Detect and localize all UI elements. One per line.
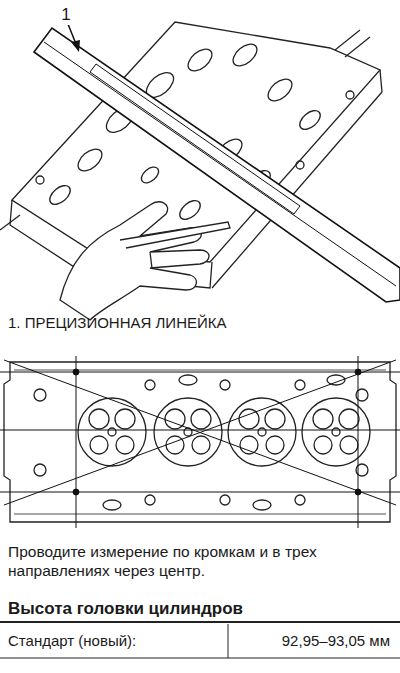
- chamber-circle: [332, 428, 340, 436]
- chamber-circle: [154, 398, 222, 466]
- chamber-circle: [258, 428, 266, 436]
- table-cell: 92,95–93,05 мм: [234, 632, 390, 651]
- figure-caption: 1. ПРЕЦИЗИОННАЯ ЛИНЕЙКА: [8, 314, 392, 333]
- measurement-lines: [0, 356, 400, 528]
- chamber-circle: [265, 409, 285, 429]
- chamber-circle: [90, 436, 108, 454]
- chamber-circle: [166, 436, 184, 454]
- chamber-circle: [115, 409, 135, 429]
- hand: [60, 202, 230, 320]
- chamber-circle: [116, 436, 134, 454]
- chamber-circle: [314, 436, 332, 454]
- instruction-note: Проводите измерение по кромкам и в трех …: [8, 542, 394, 581]
- chamber-circle: [108, 428, 116, 436]
- cylinder-head-plan: [4, 362, 396, 522]
- chamber-circle: [191, 409, 211, 429]
- chamber-circle: [302, 398, 370, 466]
- chamber-circle: [340, 436, 358, 454]
- section-heading: Высота головки цилиндров: [8, 598, 392, 619]
- callout-leader: [68, 24, 80, 52]
- chamber-circle: [89, 409, 109, 429]
- table-cell: Стандарт (новый):: [8, 632, 222, 651]
- table-lines: [0, 622, 400, 658]
- chamber-circle: [313, 409, 333, 429]
- chamber-circle: [240, 436, 258, 454]
- precision-ruler: [34, 28, 400, 302]
- callout-number: 1: [58, 4, 74, 25]
- chamber-circle: [266, 436, 284, 454]
- chamber-circle: [192, 436, 210, 454]
- chamber-circle: [339, 409, 359, 429]
